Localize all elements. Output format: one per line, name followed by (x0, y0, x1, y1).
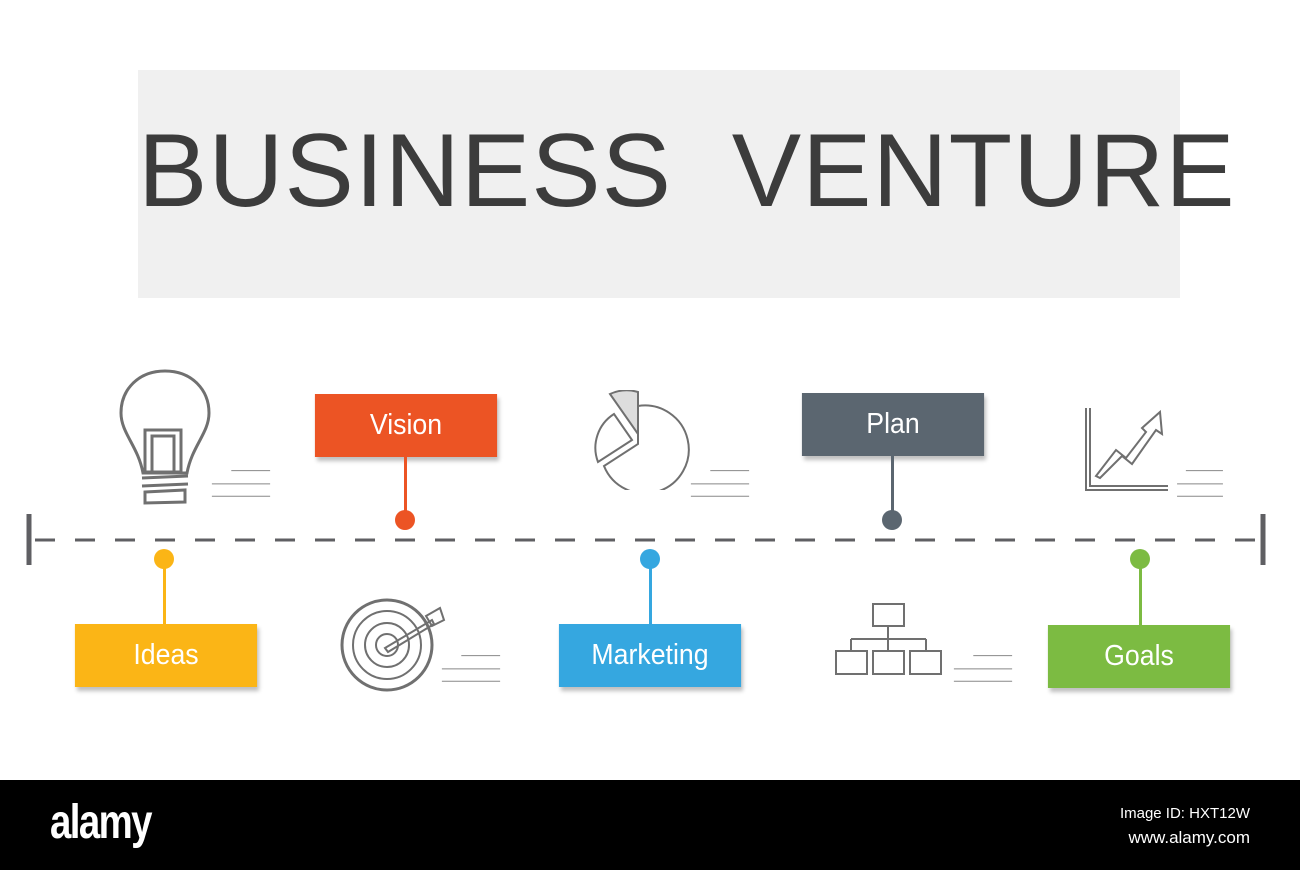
ideas-marker (154, 549, 174, 569)
label-vision-text: Vision (369, 409, 443, 441)
text-lines-goals (1177, 470, 1223, 497)
footer-image-id: Image ID: HXT12W (1119, 805, 1250, 822)
footer-bar (0, 780, 1300, 870)
footer-logo: alamy (50, 796, 152, 849)
text-lines-pie (690, 470, 750, 497)
vision-marker (395, 510, 415, 530)
pie-chart-icon (594, 390, 690, 490)
title-banner (138, 70, 1180, 298)
goals-stem (1139, 562, 1142, 625)
page-title: BUSINESS VENTURE (138, 113, 1236, 229)
text-lines-target (441, 655, 501, 682)
text-lines-org (953, 655, 1013, 682)
plan-stem (891, 456, 894, 516)
marketing-stem (649, 562, 652, 624)
lightbulb-icon (119, 369, 211, 505)
goals-marker (1130, 549, 1150, 569)
plan-marker (882, 510, 902, 530)
target-icon (340, 598, 446, 692)
footer-url[interactable]: www.alamy.com (1128, 828, 1250, 847)
label-ideas-text: Ideas (133, 639, 199, 671)
text-lines-ideas (211, 470, 271, 497)
label-plan: Plan (801, 393, 985, 456)
ideas-stem (163, 562, 166, 624)
label-goals: Goals (1047, 625, 1231, 688)
vision-stem (404, 457, 407, 517)
timeline (26, 514, 1266, 565)
label-marketing-text: Marketing (591, 639, 709, 671)
marketing-marker (640, 549, 660, 569)
growth-chart-icon (1085, 408, 1168, 491)
label-plan-text: Plan (866, 408, 920, 440)
label-marketing: Marketing (558, 624, 742, 687)
org-chart-icon (835, 603, 942, 675)
label-goals-text: Goals (1104, 640, 1174, 672)
label-vision: Vision (314, 394, 498, 457)
label-ideas: Ideas (74, 624, 258, 687)
